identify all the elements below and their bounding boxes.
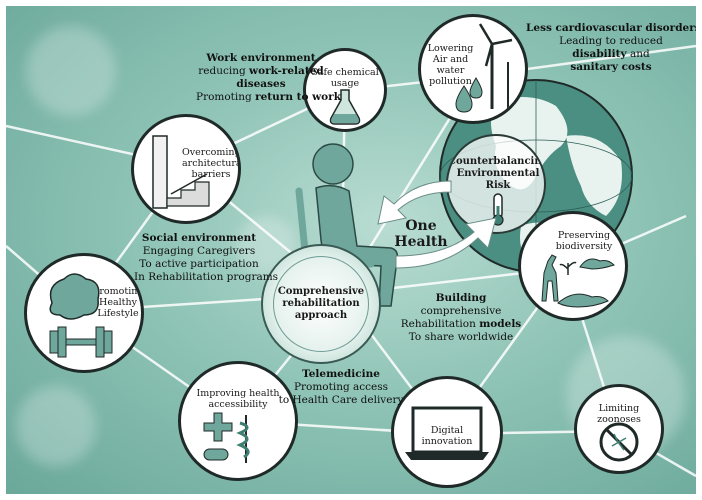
- wind-turbine-icon: [455, 23, 513, 113]
- work-line: Promoting: [196, 91, 256, 103]
- social-title: Social environment: [141, 232, 257, 244]
- work-title: Work environment: [206, 52, 316, 64]
- thermometer-icon: [492, 193, 504, 226]
- animals-icon: [541, 254, 615, 308]
- brain-dumbbell-icon: [49, 273, 113, 358]
- cardio-text: Less cardiovascular disorders Leading to…: [526, 22, 696, 74]
- work-emph: return to work: [255, 91, 341, 103]
- flask-icon: [329, 89, 361, 125]
- building-line: To share worldwide: [408, 331, 514, 343]
- building-title: Building: [435, 292, 487, 304]
- social-line: To active participation: [139, 258, 259, 270]
- inner-ring: [273, 256, 369, 352]
- building-emph: models: [479, 318, 522, 330]
- medical-icon: [203, 412, 250, 463]
- laptop-icon: [405, 406, 489, 460]
- bokeh-light: [16, 386, 96, 466]
- telemedicine-text: Telemedicine Promoting access to Health …: [271, 368, 411, 407]
- building-line: Rehabilitation: [400, 318, 480, 330]
- social-line: Engaging Caregivers: [142, 245, 256, 257]
- cardio-emph: disability: [572, 48, 627, 60]
- social-environment-text: Social environment Engaging Caregivers T…: [134, 232, 278, 284]
- work-line: reducing: [198, 65, 250, 77]
- cardio-line: Leading to reduced: [559, 35, 663, 47]
- building-models-text: Building comprehensive Rehabilitation mo…: [396, 292, 526, 344]
- social-line: In Rehabilitation programs: [134, 271, 279, 283]
- cardio-line: and: [626, 48, 650, 60]
- telemedicine-line: Promoting access: [293, 381, 389, 393]
- cardio-title: Less cardiovascular disorders: [526, 22, 696, 34]
- work-emph: work-related: [249, 65, 324, 77]
- telemedicine-line: to Health Care delivery: [278, 394, 404, 406]
- bokeh-light: [26, 26, 116, 116]
- telemedicine-title: Telemedicine: [302, 368, 380, 380]
- no-mosquito-icon: [599, 422, 639, 462]
- cycle-arrows-icon: [377, 180, 497, 269]
- work-environment-text: Work environment reducing work-related d…: [196, 52, 341, 104]
- stairs-icon: [152, 135, 210, 209]
- cardio-emph: sanitary costs: [570, 61, 652, 73]
- work-emph: diseases: [236, 78, 286, 90]
- building-line: comprehensive: [420, 305, 502, 317]
